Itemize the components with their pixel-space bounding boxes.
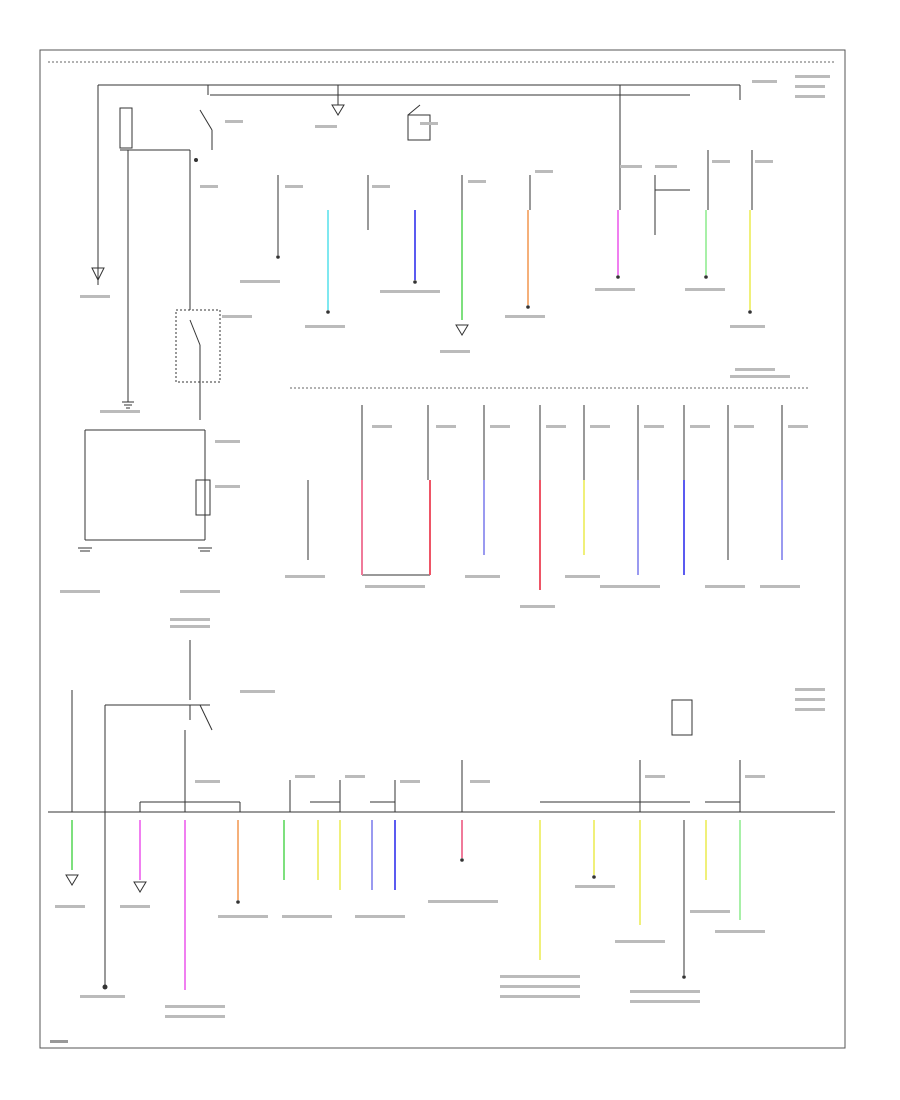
colored-wires-bottom xyxy=(71,820,741,990)
middle-grounds xyxy=(78,547,212,552)
colored-wires-middle xyxy=(361,480,783,590)
fuse-drops-middle xyxy=(307,405,783,576)
ignition-relay xyxy=(119,107,213,175)
middle-bus xyxy=(84,387,810,541)
top-bus xyxy=(48,61,835,260)
bottom-relay xyxy=(71,640,693,812)
bottom-bus xyxy=(48,760,835,813)
bottom-ground-icons xyxy=(65,874,147,893)
component-markers-bottom xyxy=(102,858,686,990)
ground-symbol-green xyxy=(455,324,469,336)
diagram-frame xyxy=(39,49,846,1049)
tiny-labels-upper xyxy=(80,75,830,413)
tiny-labels-bottom xyxy=(50,618,825,1043)
component-markers-upper xyxy=(276,255,752,314)
left-feeds-upper xyxy=(91,150,221,420)
fuse-drops-upper xyxy=(277,85,753,255)
bottom-drops xyxy=(104,812,685,985)
ground-icon xyxy=(122,401,134,409)
colored-wires-upper xyxy=(327,210,751,320)
tiny-labels-middle xyxy=(60,368,808,608)
